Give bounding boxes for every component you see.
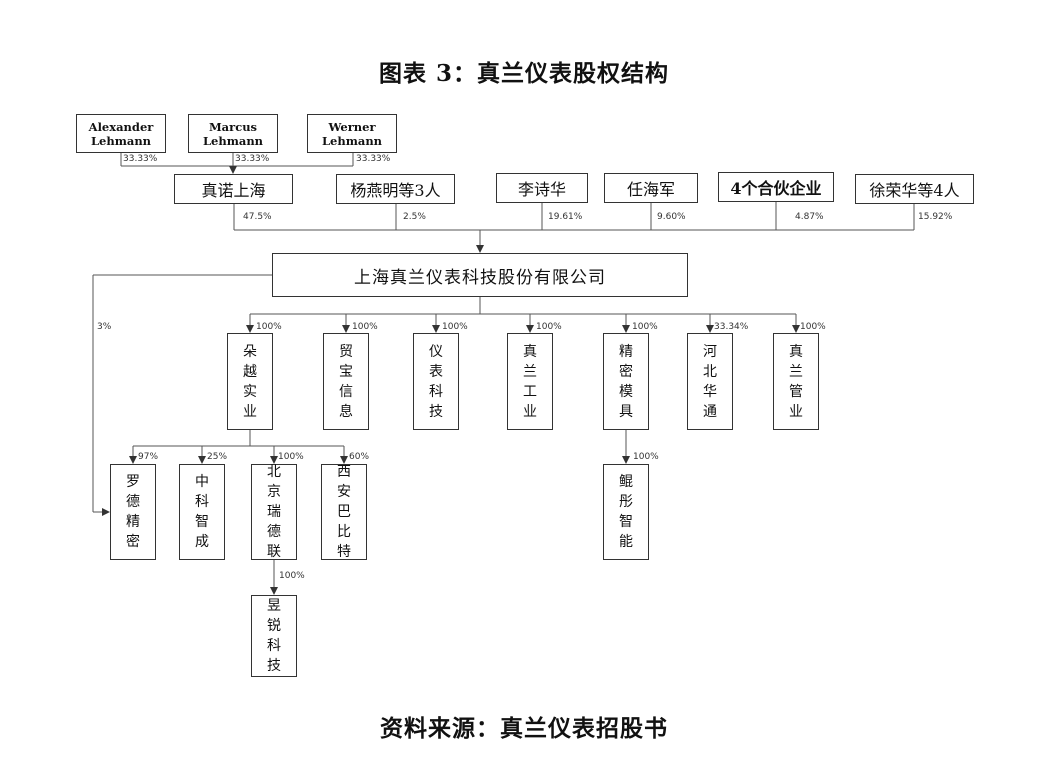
subsidiary-box-beijing-ruidelian: 北京瑞德联 bbox=[251, 464, 297, 560]
subsidiary-box-kuntong-zhineng: 鲲彤智能 bbox=[603, 464, 649, 560]
source-note: 资料来源：真兰仪表招股书 bbox=[380, 715, 668, 742]
ownership-pct: 9.60% bbox=[657, 212, 686, 222]
main-company-box: 上海真兰仪表科技股份有限公司 bbox=[272, 253, 688, 297]
ownership-pct: 47.5% bbox=[243, 212, 272, 222]
subsidiary-name: 鲲彤智能 bbox=[619, 474, 633, 550]
subsidiary-box-duoyue: 朵越实业 bbox=[227, 333, 273, 430]
subsidiary-box-xian-babite: 西安巴比特 bbox=[321, 464, 367, 560]
ownership-pct: 33.33% bbox=[123, 154, 158, 164]
subsidiary-box-yibiao-keji: 仪表科技 bbox=[413, 333, 459, 430]
subsidiary-box-yurui-keji: 昱锐科技 bbox=[251, 595, 297, 677]
ownership-pct: 100% bbox=[800, 322, 826, 332]
ownership-pct: 100% bbox=[632, 322, 658, 332]
shareholder-name: 任海军 bbox=[626, 180, 675, 199]
ownership-pct: 100% bbox=[279, 571, 305, 581]
shareholder-name-line1: Marcus bbox=[208, 119, 258, 134]
ownership-pct: 97% bbox=[138, 452, 159, 462]
ownership-pct: 100% bbox=[442, 322, 468, 332]
subsidiary-box-zhenlan-guanye: 真兰管业 bbox=[773, 333, 819, 430]
shareholder-name: 杨燕明等3人 bbox=[350, 181, 441, 200]
subsidiary-name: 罗德精密 bbox=[126, 474, 140, 550]
ownership-pct: 25% bbox=[207, 452, 228, 462]
shareholder-box-ren-haijun: 任海军 bbox=[604, 173, 698, 203]
shareholder-name-line1: Werner bbox=[328, 119, 376, 134]
ownership-pct: 2.5% bbox=[403, 212, 426, 222]
subsidiary-name: 真兰工业 bbox=[523, 343, 537, 420]
ownership-pct: 4.87% bbox=[795, 212, 824, 222]
subsidiary-name: 贸宝信息 bbox=[339, 343, 353, 420]
ownership-pct: 100% bbox=[352, 322, 378, 332]
subsidiary-name: 昱锐科技 bbox=[267, 598, 281, 674]
subsidiary-box-luode-jingmi: 罗德精密 bbox=[110, 464, 156, 560]
subsidiary-name: 精密模具 bbox=[619, 343, 633, 420]
subsidiary-box-zhenlan-gongye: 真兰工业 bbox=[507, 333, 553, 430]
ownership-pct: 33.33% bbox=[356, 154, 391, 164]
shareholder-name: 4个合伙企业 bbox=[730, 179, 822, 198]
subsidiary-box-zhongke-zhicheng: 中科智成 bbox=[179, 464, 225, 560]
ownership-pct: 60% bbox=[349, 452, 370, 462]
shareholder-name-line2: Lehmann bbox=[202, 133, 264, 148]
subsidiary-name: 北京瑞德联 bbox=[267, 464, 281, 560]
figure-title: 图表 3：真兰仪表股权结构 bbox=[378, 60, 669, 87]
ownership-pct: 19.61% bbox=[548, 212, 583, 222]
main-company-name: 上海真兰仪表科技股份有限公司 bbox=[354, 267, 606, 288]
ownership-pct: 100% bbox=[536, 322, 562, 332]
shareholder-name: 真诺上海 bbox=[201, 181, 266, 200]
shareholder-box-yang-yanming-group: 杨燕明等3人 bbox=[336, 174, 455, 204]
shareholder-box-li-shihua: 李诗华 bbox=[496, 173, 588, 203]
subsidiary-box-jingmi-muju: 精密模具 bbox=[603, 333, 649, 430]
subsidiary-name: 真兰管业 bbox=[789, 343, 803, 420]
ownership-pct: 3% bbox=[97, 322, 112, 332]
ownership-pct: 33.34% bbox=[714, 322, 749, 332]
shareholder-name-line2: Lehmann bbox=[90, 133, 152, 148]
subsidiary-name: 河北华通 bbox=[703, 343, 717, 420]
subsidiary-name: 仪表科技 bbox=[429, 343, 443, 420]
subsidiary-box-maobao: 贸宝信息 bbox=[323, 333, 369, 430]
ownership-pct: 100% bbox=[633, 452, 659, 462]
ownership-pct: 33.33% bbox=[235, 154, 270, 164]
subsidiary-name: 中科智成 bbox=[195, 474, 209, 550]
shareholder-name-line2: Lehmann bbox=[321, 133, 383, 148]
shareholder-box-four-partnerships: 4个合伙企业 bbox=[718, 172, 834, 202]
subsidiary-name: 西安巴比特 bbox=[337, 464, 351, 560]
subsidiary-box-hebei-huatong: 河北华通 bbox=[687, 333, 733, 430]
shareholder-name-line1: Alexander bbox=[88, 119, 154, 134]
shareholder-box-xu-ronghua-group: 徐荣华等4人 bbox=[855, 174, 974, 204]
ownership-pct: 100% bbox=[256, 322, 282, 332]
ownership-pct: 15.92% bbox=[918, 212, 953, 222]
shareholder-box-zhennuo-shanghai: 真诺上海 bbox=[174, 174, 293, 204]
ownership-pct: 100% bbox=[278, 452, 304, 462]
shareholder-name: 徐荣华等4人 bbox=[869, 181, 960, 200]
subsidiary-name: 朵越实业 bbox=[243, 343, 257, 420]
shareholder-name: 李诗华 bbox=[517, 180, 566, 199]
